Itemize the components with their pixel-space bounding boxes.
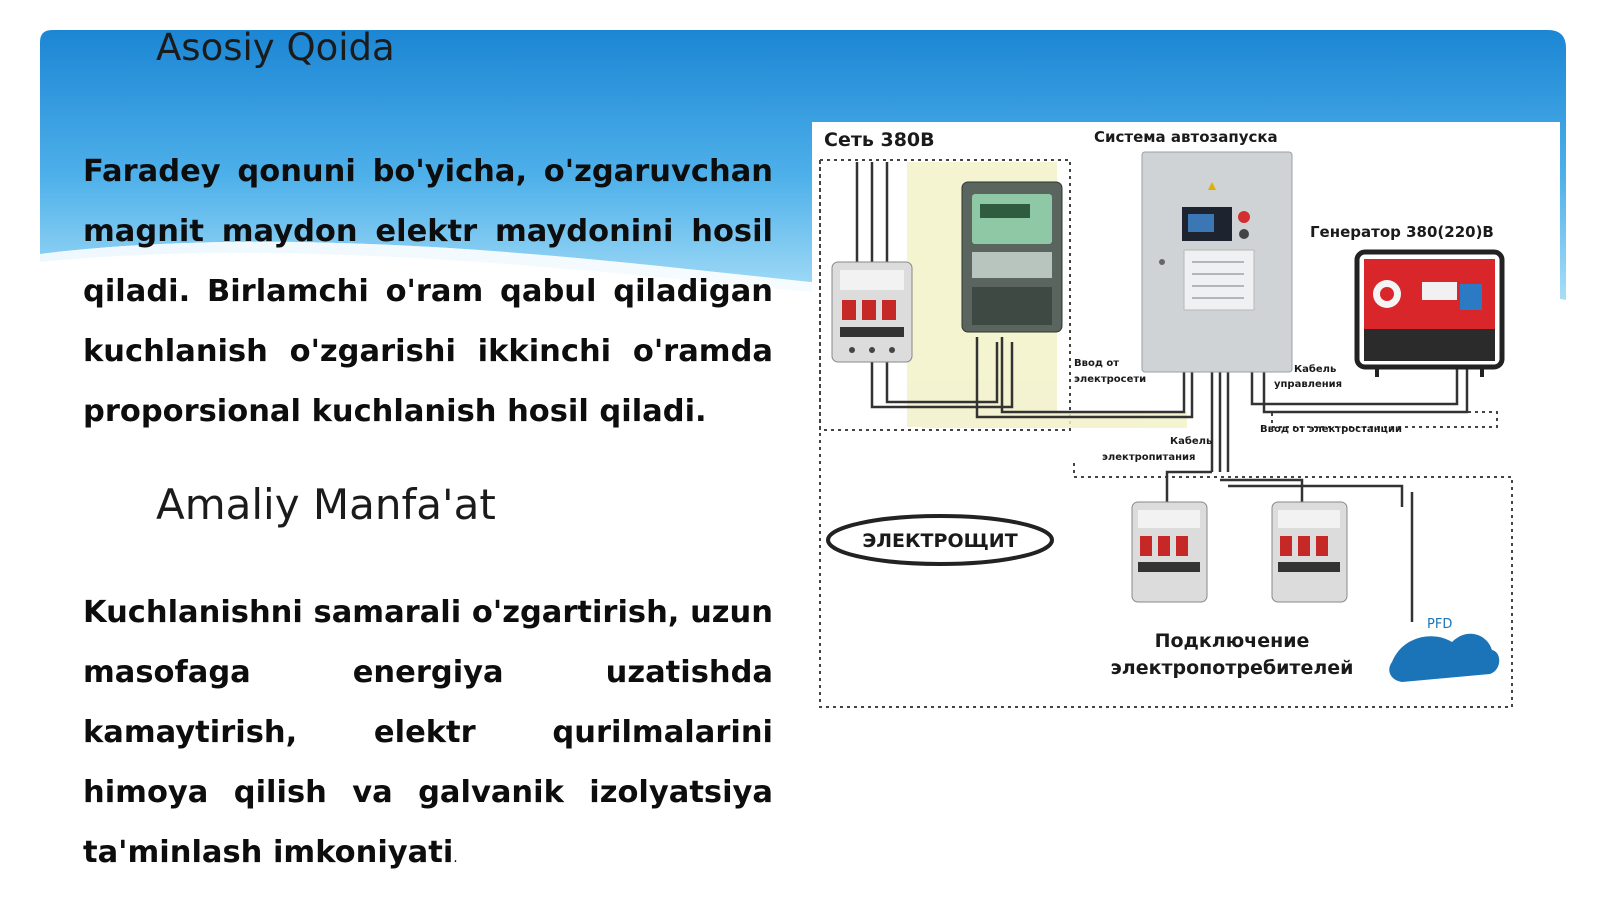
- label-power-cable-2: электропитания: [1102, 452, 1195, 463]
- label-input-grid-2: электросети: [1074, 374, 1146, 385]
- panel-label-ellipse: [826, 514, 1054, 566]
- paragraph-faraday-law: Faradey qonuni bo'yicha, o'zgaruvchan ma…: [83, 154, 773, 429]
- label-generator: Генератор 380(220)В: [1310, 223, 1494, 241]
- label-consumers-2: электропотребителей: [1111, 657, 1354, 679]
- label-power-cable-1: Кабель: [1170, 435, 1212, 447]
- header-wave-highlight: [40, 241, 1566, 308]
- label-grid-380v: Сеть 380В: [824, 129, 935, 151]
- paragraph-practical-benefit: Kuchlanishni samarali o'zgartirish, uzun…: [83, 583, 773, 888]
- pfd-logo: [1389, 633, 1500, 682]
- label-control-cable-2: управления: [1274, 379, 1342, 390]
- paragraph-end-dot: .: [453, 850, 458, 866]
- label-autostart-system: Система автозапуска: [1094, 128, 1278, 146]
- label-panel: ЭЛЕКТРОЩИТ: [862, 530, 1017, 552]
- heading-practical-benefit: Amaliy Manfa'at: [156, 480, 496, 529]
- output-breaker-2: [1271, 501, 1348, 603]
- label-control-cable-1: Кабель: [1294, 363, 1336, 375]
- heading-main-rule: Asosiy Qoida: [156, 26, 395, 69]
- label-input-grid-1: Ввод от: [1074, 358, 1119, 369]
- wires: [855, 162, 1469, 622]
- paragraph-practical-benefit-text: Kuchlanishni samarali o'zgartirish, uzun…: [83, 595, 773, 870]
- label-input-generator: Ввод от электростанции: [1260, 424, 1402, 435]
- generator-autostart-diagram: Сеть 380В Система автозапуска Генератор …: [812, 122, 1560, 722]
- electricity-meter: [961, 181, 1063, 333]
- label-consumers-1: Подключение: [1155, 630, 1310, 652]
- output-breaker-1: [1131, 501, 1208, 603]
- generator: [1354, 249, 1505, 377]
- input-breaker: [831, 261, 913, 363]
- label-logo: PFD: [1427, 617, 1452, 632]
- autostart-cabinet: [1141, 151, 1293, 373]
